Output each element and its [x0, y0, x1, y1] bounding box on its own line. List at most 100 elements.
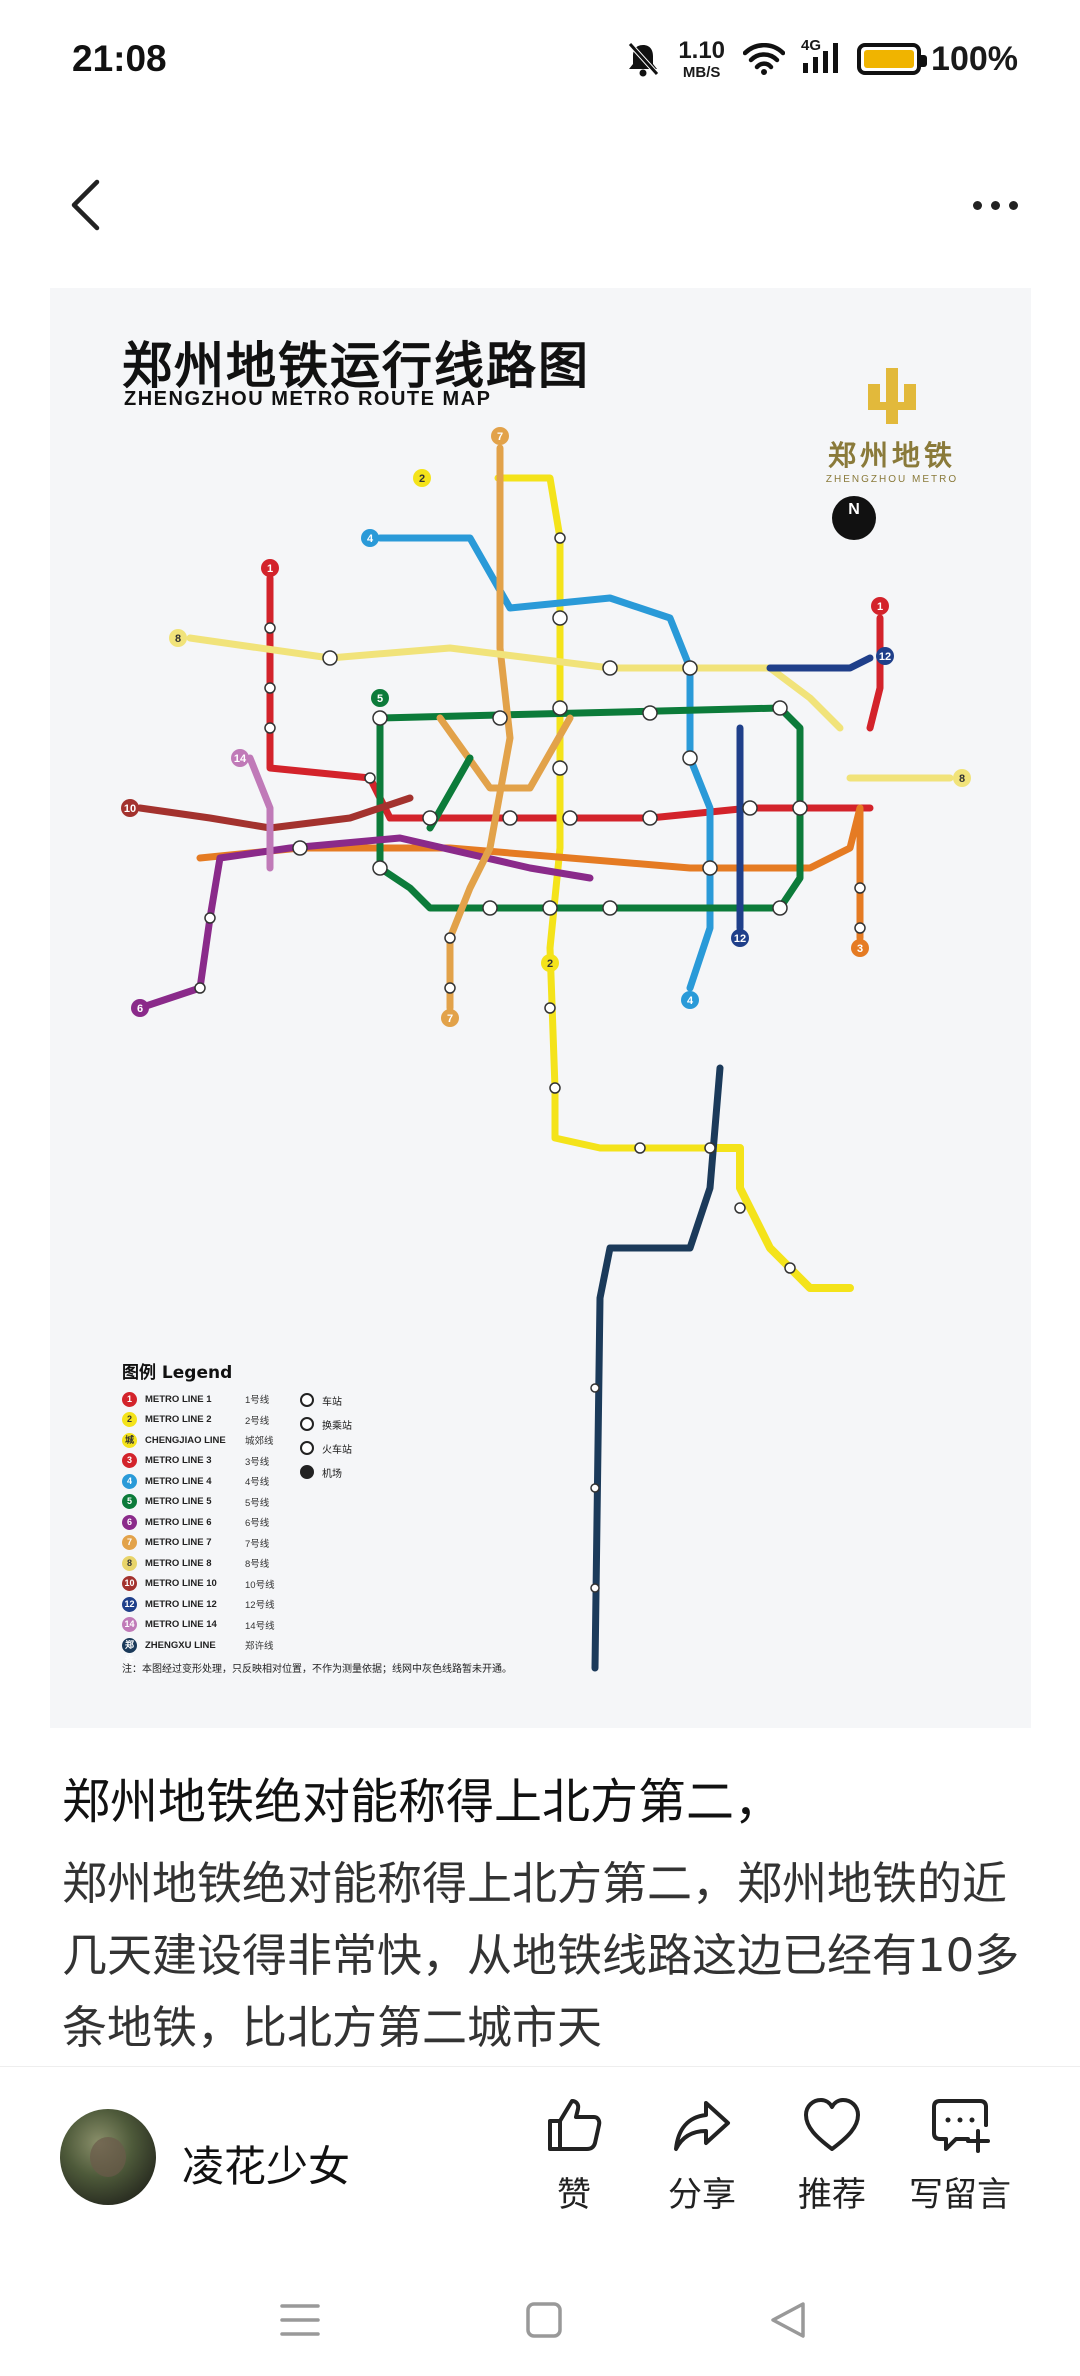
- svg-text:1: 1: [267, 563, 273, 575]
- more-button[interactable]: [950, 170, 1040, 240]
- status-icons: 1.10 MB/S 4G 100%: [626, 36, 1018, 81]
- railway-station-icon: [300, 1441, 314, 1455]
- legend-line-badge: 12: [122, 1596, 137, 1612]
- network-speed: 1.10 MB/S: [678, 36, 726, 81]
- legend-symbol-row: 火车站: [300, 1436, 352, 1460]
- heart-icon: [804, 2098, 860, 2151]
- legend-line-badge: 2: [122, 1412, 137, 1428]
- legend-line-name-cn: 6号线: [245, 1518, 270, 1530]
- svg-text:5: 5: [377, 693, 383, 705]
- svg-text:7: 7: [447, 1013, 453, 1025]
- legend-line-badge: 5: [122, 1494, 137, 1510]
- metro-map-image[interactable]: 1 1 2 2 7 7 4 4 5 6 8 8 10 12 12 14 3 郑州…: [50, 288, 1031, 1728]
- battery-icon: [857, 43, 928, 75]
- nav-home-button[interactable]: [514, 2300, 574, 2340]
- chengjiao-line-path: [706, 1144, 854, 1292]
- legend-symbol-row: 车站: [300, 1388, 352, 1412]
- legend-line-name-en: METRO LINE 3: [145, 1455, 212, 1467]
- speed-unit: MB/S: [682, 63, 721, 81]
- recommend-label: 推荐: [798, 2175, 866, 2215]
- svg-text:12: 12: [879, 651, 891, 663]
- line-6-path: [136, 834, 594, 1012]
- legend-symbols: 车站换乘站火车站机场: [300, 1388, 352, 1484]
- legend-line-name-cn: 1号线: [245, 1395, 270, 1407]
- map-note: 注：本图经过变形处理，只反映相对位置，不作为测量依据；线网中灰色线路暂未开通。: [122, 1664, 512, 1675]
- author-name[interactable]: 凌花少女: [182, 2142, 351, 2191]
- mute-icon: [628, 42, 660, 77]
- line-12-path: [766, 654, 874, 672]
- share-icon: [674, 2101, 730, 2151]
- logo-text-en: ZHENGZHOU METRO: [825, 474, 959, 485]
- legend-symbol-row: 机场: [300, 1460, 352, 1484]
- home-square-icon: [526, 2302, 562, 2338]
- legend-title: 图例 Legend: [122, 1363, 233, 1383]
- like-button[interactable]: 赞: [514, 2095, 634, 2216]
- legend-line-name-en: METRO LINE 14: [145, 1619, 217, 1631]
- north-arrow-icon: N: [832, 496, 876, 540]
- comment-add-icon: [932, 2099, 990, 2153]
- status-bar: 21:08 1.10 MB/S 4G: [0, 0, 1080, 118]
- svg-text:4: 4: [687, 995, 694, 1007]
- svg-text:4: 4: [367, 533, 374, 545]
- speed-value: 1.10: [678, 36, 726, 64]
- svg-text:10: 10: [124, 803, 136, 815]
- svg-text:8: 8: [959, 773, 965, 785]
- line-14-path: [246, 754, 274, 872]
- avatar[interactable]: [60, 2109, 156, 2205]
- legend-line-name-en: METRO LINE 12: [145, 1598, 217, 1610]
- legend-line-badge: 8: [122, 1555, 137, 1571]
- logo-text-cn: 郑州地铁: [827, 439, 956, 472]
- back-button[interactable]: [50, 170, 120, 240]
- legend-line-name-cn: 4号线: [245, 1477, 270, 1489]
- legend-line-badge: 10: [122, 1576, 137, 1592]
- legend-row: 12 METRO LINE 12 12号线: [122, 1594, 552, 1615]
- legend-line-name-en: METRO LINE 1: [145, 1393, 212, 1405]
- legend-line-name-cn: 12号线: [245, 1600, 275, 1612]
- svg-text:12: 12: [734, 933, 746, 945]
- line-7-path: [446, 444, 514, 1012]
- share-label: 分享: [668, 2175, 736, 2215]
- legend-line-badge: 城: [122, 1432, 137, 1448]
- legend-symbol-label: 火车站: [322, 1444, 352, 1456]
- transfer-station-icon: [300, 1417, 314, 1431]
- svg-text:3: 3: [857, 943, 863, 955]
- comment-label: 写留言: [909, 2175, 1011, 2215]
- cellular-signal: 4G: [801, 37, 839, 77]
- nav-menu-button[interactable]: [270, 2300, 330, 2340]
- legend-line-name-en: METRO LINE 7: [145, 1537, 212, 1549]
- share-button[interactable]: 分享: [642, 2095, 762, 2216]
- battery-percent: 100%: [931, 39, 1018, 78]
- legend-row: 6 METRO LINE 6 6号线: [122, 1512, 552, 1533]
- legend-line-name-en: ZHENGXU LINE: [145, 1639, 216, 1651]
- legend-line-badge: 6: [122, 1514, 137, 1530]
- legend-line-name-en: METRO LINE 4: [145, 1475, 212, 1487]
- line-1-path: [266, 574, 874, 822]
- svg-text:2: 2: [547, 958, 553, 970]
- svg-text:1: 1: [877, 601, 883, 613]
- wifi-icon: [743, 43, 786, 75]
- map-title-en: ZHENGZHOU METRO ROUTE MAP: [124, 388, 492, 410]
- legend-line-name-cn: 8号线: [245, 1559, 270, 1571]
- article-heading: 郑州地铁绝对能称得上北方第二，: [62, 1774, 783, 1830]
- legend-line-name-cn: 7号线: [245, 1538, 270, 1550]
- legend-line-name-en: METRO LINE 6: [145, 1516, 212, 1528]
- more-horizontal-icon: [972, 200, 982, 210]
- battery-fill: [864, 50, 915, 68]
- legend-line-name-en: METRO LINE 8: [145, 1557, 212, 1569]
- legend-row: 8 METRO LINE 8 8号线: [122, 1553, 552, 1574]
- article-body: 郑州地铁绝对能称得上北方第二，郑州地铁的近几天建设得非常快，从地铁线路这边已经有…: [62, 1857, 1020, 2054]
- nav-back-button[interactable]: [758, 2300, 818, 2340]
- legend-line-badge: 4: [122, 1473, 137, 1489]
- legend-symbol-label: 车站: [322, 1396, 342, 1408]
- recommend-button[interactable]: 推荐: [772, 2095, 892, 2216]
- legend-line-badge: 郑许: [122, 1637, 137, 1665]
- svg-text:6: 6: [137, 1003, 143, 1015]
- comment-button[interactable]: 写留言: [900, 2095, 1020, 2216]
- legend-line-name-cn: 14号线: [245, 1620, 275, 1632]
- network-type: 4G: [801, 37, 822, 54]
